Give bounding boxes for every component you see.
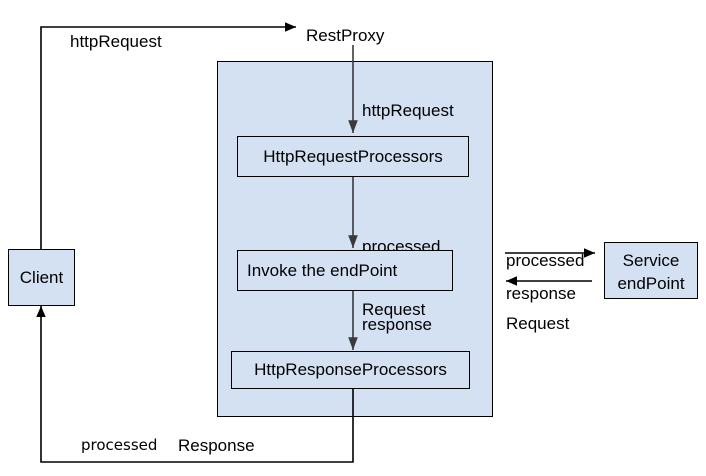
node-http-response-processors[interactable]: HttpResponseProcessors bbox=[231, 351, 470, 389]
edge-label-invoke-to-response-processors: response bbox=[362, 315, 432, 334]
node-http-request-processors[interactable]: HttpRequestProcessors bbox=[237, 136, 469, 177]
edge-label-proxy-to-service: processed Request bbox=[506, 210, 584, 376]
edge-label-proxy-to-client-response: Response bbox=[178, 436, 255, 455]
node-service-endpoint[interactable]: Service endPoint bbox=[604, 242, 698, 299]
node-invoke-endpoint-label: Invoke the endPoint bbox=[247, 260, 398, 280]
edge-label-line2: Request bbox=[362, 299, 426, 319]
node-http-request-processors-label: HttpRequestProcessors bbox=[263, 146, 443, 166]
node-client[interactable]: Client bbox=[8, 249, 75, 306]
edge-label-line2: Request bbox=[506, 313, 570, 333]
edge-label-service-to-proxy: response bbox=[506, 284, 576, 303]
node-service-endpoint-label-line2: endPoint bbox=[617, 274, 685, 293]
node-client-label: Client bbox=[19, 267, 64, 287]
node-rest-proxy-label: RestProxy bbox=[306, 26, 385, 45]
node-http-response-processors-label: HttpResponseProcessors bbox=[254, 360, 447, 380]
edge-label-client-to-proxy: httpRequest bbox=[70, 32, 162, 51]
edge-label-proxy-to-client-processed: processed bbox=[81, 436, 158, 454]
edge-label-proxy-to-request-processors: httpRequest bbox=[362, 101, 454, 120]
edge-label-line1: processed bbox=[506, 251, 585, 271]
node-invoke-endpoint[interactable]: Invoke the endPoint bbox=[237, 250, 453, 291]
node-service-endpoint-label-line1: Service bbox=[622, 251, 680, 270]
